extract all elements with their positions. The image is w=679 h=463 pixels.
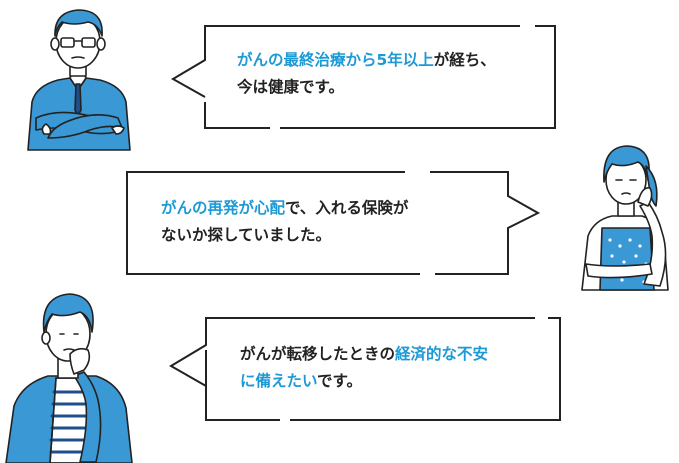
speech-bubble-2-text: がんの再発が心配で、入れる保険が ないか探していました。 — [161, 195, 408, 249]
bubble-3-highlight: に備えたい — [240, 372, 318, 390]
bubble-2-highlight: がんの再発が心配 — [161, 199, 286, 217]
bubble-3-highlight: 経済的な不安 — [395, 345, 489, 363]
bubble-1-text-part: が経ち、 — [433, 51, 496, 69]
woman-with-apron-illustration — [581, 145, 669, 291]
speech-bubble-1-outline — [171, 25, 556, 129]
bubble-3-text-part: がんが転移したときの — [240, 345, 396, 363]
bubble-2-text-part: で、入れる保険が — [285, 199, 409, 217]
man-thinking-illustration — [5, 293, 133, 463]
speech-bubble-3-text: がんが転移したときの経済的な不安 に備えたいです。 — [240, 341, 488, 395]
bubble-2-text-part: ないか探していました。 — [161, 226, 332, 244]
man-in-suit-illustration — [27, 9, 131, 151]
speech-bubble-1-text: がんの最終治療から5年以上が経ち、 今は健康です。 — [237, 47, 496, 101]
bubble-1-text-part: 今は健康です。 — [237, 78, 344, 96]
bubble-3-text-part: です。 — [317, 372, 362, 390]
bubble-1-highlight: がんの最終治療から5年以上 — [237, 51, 434, 69]
speech-bubble-3-outline — [169, 317, 561, 421]
speech-bubble-2-outline — [126, 171, 541, 275]
